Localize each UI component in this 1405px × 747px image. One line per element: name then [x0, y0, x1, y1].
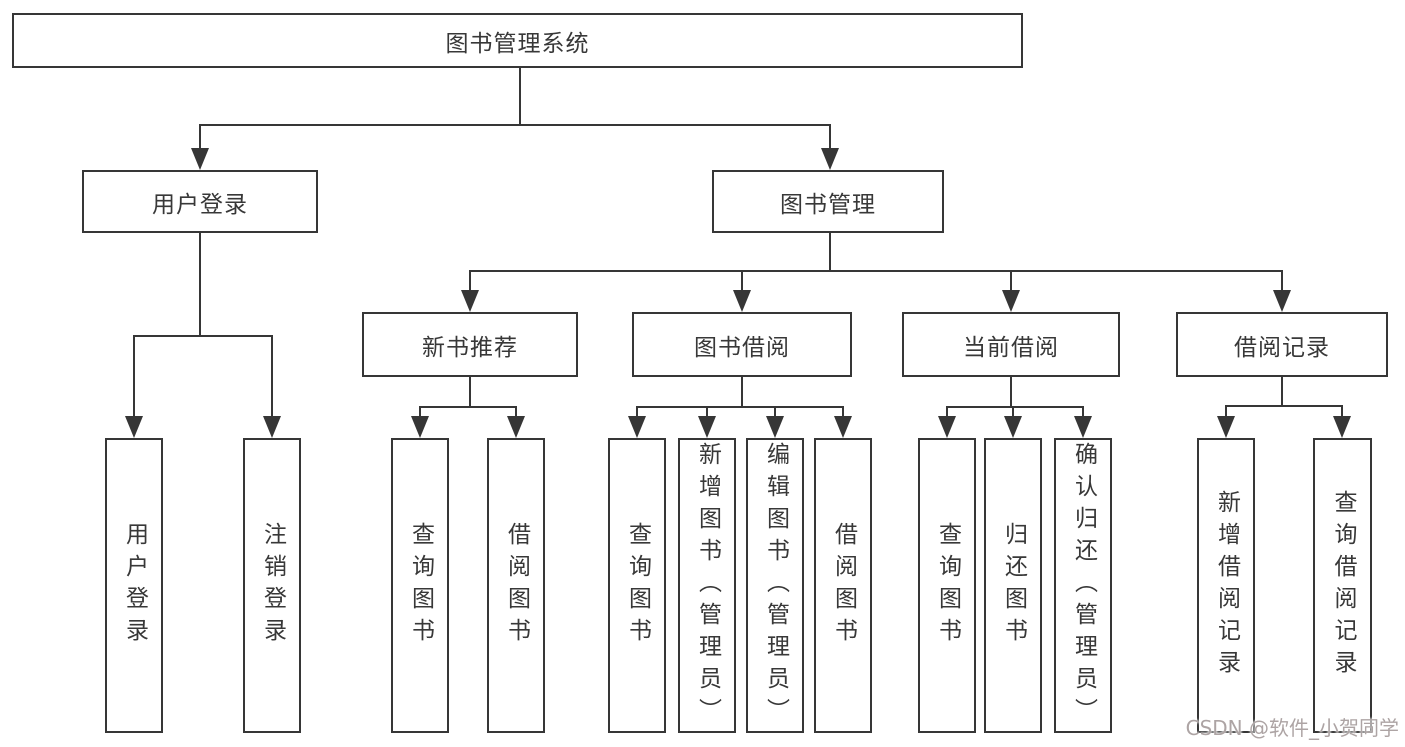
node-root-label: 图书管理系统	[445, 30, 590, 57]
node-book-mgmt-label: 图书管理	[780, 191, 876, 218]
connector-line	[1082, 406, 1084, 418]
connector-line	[946, 406, 948, 418]
connector-line	[419, 406, 517, 408]
connector-line	[706, 406, 708, 418]
node-book-borrowing: 图书借阅	[632, 312, 852, 377]
connector-line	[199, 124, 831, 126]
connector-line	[1010, 377, 1012, 408]
connector-line	[1281, 270, 1283, 292]
arrowhead-down-icon	[698, 416, 716, 438]
connector-line	[469, 270, 471, 292]
connector-line	[1012, 406, 1014, 418]
node-new-books-label: 新书推荐	[422, 334, 518, 361]
connector-line	[1341, 405, 1343, 418]
arrowhead-down-icon	[263, 416, 281, 438]
connector-line	[519, 68, 521, 126]
arrowhead-down-icon	[628, 416, 646, 438]
node-rec-query-record: 查询借阅记录	[1313, 438, 1372, 733]
node-bw-add-books: 新增图书（管理员）	[678, 438, 736, 733]
node-nb-query-books: 查询图书	[391, 438, 449, 733]
connector-line	[842, 406, 844, 418]
node-rec-query-record-label: 查询借阅记录	[1330, 489, 1356, 682]
connector-line	[419, 406, 421, 418]
node-user-login-label: 用户登录	[152, 191, 248, 218]
node-bw-edit-books-label: 编辑图书（管理员）	[762, 441, 789, 730]
arrowhead-down-icon	[1002, 290, 1020, 312]
arrowhead-down-icon	[938, 416, 956, 438]
connector-line	[271, 335, 273, 419]
node-login: 用户登录	[105, 438, 163, 733]
arrowhead-down-icon	[1217, 416, 1235, 438]
connector-line	[515, 406, 517, 418]
connector-line	[1281, 377, 1283, 407]
connector-line	[829, 124, 831, 150]
node-cur-confirm-return: 确认归还（管理员）	[1054, 438, 1112, 733]
node-nb-borrow-books-label: 借阅图书	[503, 521, 530, 650]
connector-line	[774, 406, 776, 418]
arrowhead-down-icon	[461, 290, 479, 312]
node-user-login: 用户登录	[82, 170, 318, 233]
node-cur-query-books-label: 查询图书	[934, 521, 961, 650]
csdn-watermark: CSDN @软件_小贺同学	[1185, 716, 1399, 740]
node-rec-add-record-label: 新增借阅记录	[1213, 489, 1240, 682]
node-root: 图书管理系统	[12, 13, 1023, 68]
node-logout-label: 注销登录	[259, 521, 286, 650]
connector-line	[829, 233, 831, 272]
node-borrow-records: 借阅记录	[1176, 312, 1388, 377]
connector-line	[741, 270, 743, 292]
connector-line	[636, 406, 844, 408]
node-bw-query-books: 查询图书	[608, 438, 666, 733]
arrowhead-down-icon	[1273, 290, 1291, 312]
arrowhead-down-icon	[507, 416, 525, 438]
connector-line	[946, 406, 1084, 408]
node-nb-borrow-books: 借阅图书	[487, 438, 545, 733]
node-cur-return-books: 归还图书	[984, 438, 1042, 733]
arrowhead-down-icon	[1333, 416, 1351, 438]
node-cur-query-books: 查询图书	[918, 438, 976, 733]
arrowhead-down-icon	[733, 290, 751, 312]
node-bw-borrow-books-label: 借阅图书	[830, 521, 857, 650]
node-cur-confirm-return-label: 确认归还（管理员）	[1070, 441, 1097, 730]
connector-line	[199, 124, 201, 150]
arrowhead-down-icon	[766, 416, 784, 438]
arrowhead-down-icon	[125, 416, 143, 438]
connector-line	[1225, 405, 1227, 418]
node-bw-borrow-books: 借阅图书	[814, 438, 872, 733]
arrowhead-down-icon	[191, 148, 209, 170]
node-bw-add-books-label: 新增图书（管理员）	[694, 441, 721, 730]
node-current-borrowing-label: 当前借阅	[963, 334, 1059, 361]
connector-line	[636, 406, 638, 418]
node-cur-return-books-label: 归还图书	[1000, 521, 1027, 650]
node-book-mgmt: 图书管理	[712, 170, 944, 233]
connector-line	[469, 377, 471, 408]
connector-line	[469, 270, 1283, 272]
connector-line	[199, 233, 201, 337]
arrowhead-down-icon	[834, 416, 852, 438]
arrowhead-down-icon	[411, 416, 429, 438]
node-book-borrowing-label: 图书借阅	[694, 334, 790, 361]
connector-line	[741, 377, 743, 408]
node-new-books: 新书推荐	[362, 312, 578, 377]
arrowhead-down-icon	[821, 148, 839, 170]
connector-line	[1225, 405, 1343, 407]
node-current-borrowing: 当前借阅	[902, 312, 1120, 377]
connector-line	[133, 335, 135, 419]
arrowhead-down-icon	[1074, 416, 1092, 438]
node-bw-query-books-label: 查询图书	[624, 521, 651, 650]
node-bw-edit-books: 编辑图书（管理员）	[746, 438, 804, 733]
node-borrow-records-label: 借阅记录	[1234, 334, 1330, 361]
node-logout: 注销登录	[243, 438, 301, 733]
node-nb-query-books-label: 查询图书	[407, 521, 434, 650]
connector-line	[133, 335, 273, 337]
node-login-label: 用户登录	[121, 521, 148, 650]
connector-line	[1010, 270, 1012, 292]
node-rec-add-record: 新增借阅记录	[1197, 438, 1255, 733]
arrowhead-down-icon	[1004, 416, 1022, 438]
